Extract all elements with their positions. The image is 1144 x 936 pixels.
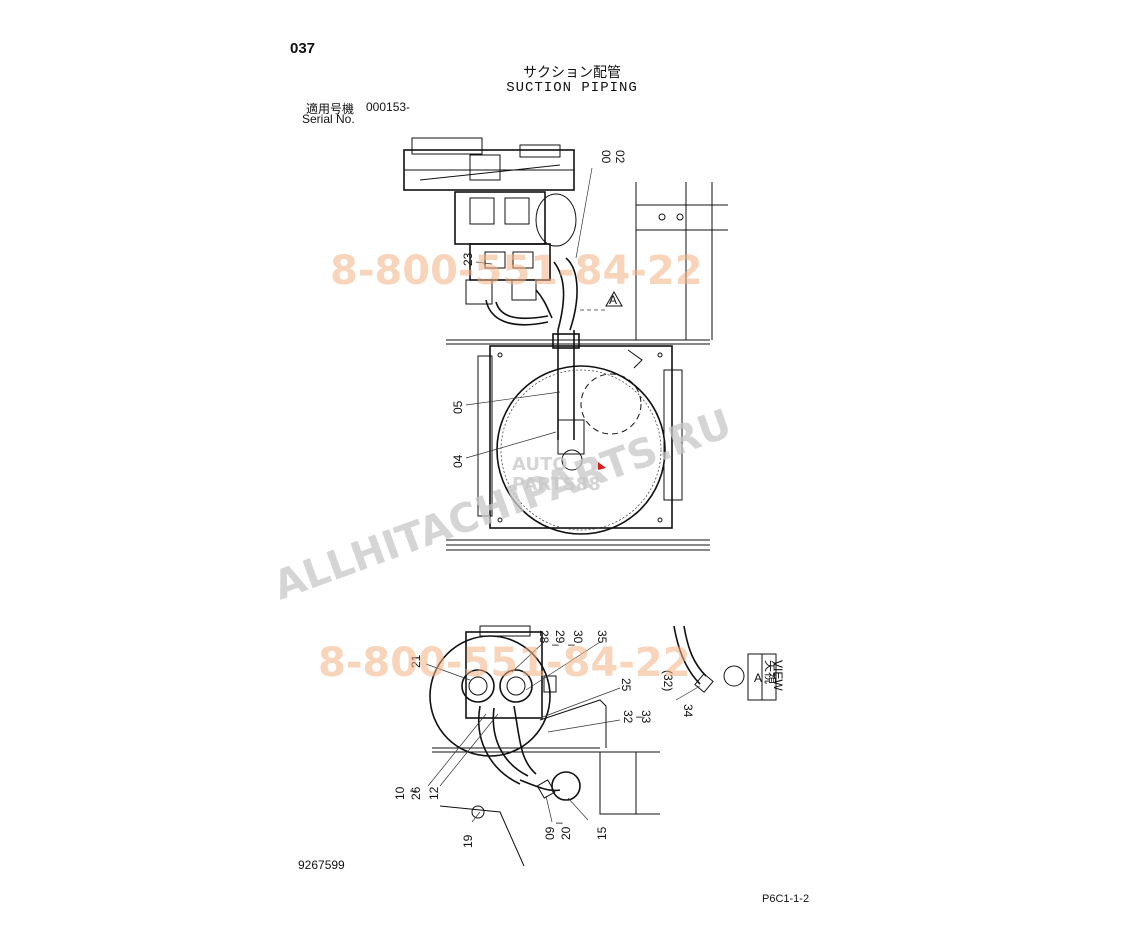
- callout-dash-2: –: [568, 637, 575, 651]
- bottom-leader-lines: [425, 641, 701, 823]
- serial-number-value: 000153-: [366, 100, 411, 114]
- callout-dash-4: –: [410, 783, 417, 797]
- watermark-phone-bottom: 8-800-551-84-22: [318, 640, 691, 686]
- callout-10: 10: [393, 786, 407, 800]
- page-title-english: SUCTION PIPING: [506, 80, 638, 96]
- callout-25: 25: [619, 678, 633, 692]
- callout-05: 05: [451, 400, 465, 414]
- view-a-label: A 矢視 VIEW: [747, 653, 785, 701]
- callout-21: 21: [409, 654, 423, 668]
- callout-dash-1: –: [552, 637, 559, 651]
- callout-35: 35: [595, 630, 609, 644]
- watermark-logo-top: AUTO: [512, 454, 568, 475]
- callout-29: 29: [553, 630, 567, 644]
- callout-04: 04: [451, 454, 465, 468]
- callout-30: 30: [571, 630, 585, 644]
- drawing-code: 9267599: [298, 858, 345, 872]
- callout-32: 32: [621, 710, 635, 724]
- callout-dash-5: –: [556, 815, 563, 829]
- watermark-site: ALLHITACHIPARTS.RU: [268, 401, 738, 610]
- callout-09: 09: [543, 826, 557, 840]
- bottom-view-drawing: [429, 625, 745, 867]
- callout-12: 12: [427, 786, 441, 800]
- serial-label-english: Serial No.: [302, 112, 355, 126]
- callout-32-paren: (32): [661, 670, 675, 691]
- callout-15: 15: [595, 826, 609, 840]
- watermark-logo-bottom: PARTS88: [512, 474, 601, 495]
- view-a-letter: A: [754, 671, 762, 685]
- serial-label-japanese: 適用号機: [306, 102, 355, 116]
- callout-20: 20: [559, 826, 573, 840]
- callout-23: 23: [461, 252, 475, 266]
- callout-33: 33: [639, 710, 653, 724]
- view-a-en: VIEW: [771, 660, 785, 691]
- callout-26: 26: [409, 786, 423, 800]
- callout-00: 00: [599, 150, 613, 164]
- page-number: 037: [290, 40, 316, 57]
- callout-34: 34: [681, 704, 695, 718]
- page-title-japanese: サクション配管: [523, 64, 621, 80]
- callout-19: 19: [461, 834, 475, 848]
- view-a-jp: 矢視: [763, 660, 778, 684]
- callout-02: 02: [613, 150, 627, 164]
- watermark-phone-top: 8-800-551-84-22: [330, 248, 703, 294]
- page-code: P6C1-1-2: [762, 893, 810, 905]
- callout-28: 28: [537, 630, 551, 644]
- logo-red-mark: [598, 462, 606, 470]
- top-view-drawing: A: [403, 137, 728, 551]
- svg-text:A: A: [609, 293, 617, 307]
- callout-dash-3: –: [636, 709, 643, 723]
- top-leader-lines: [465, 167, 593, 459]
